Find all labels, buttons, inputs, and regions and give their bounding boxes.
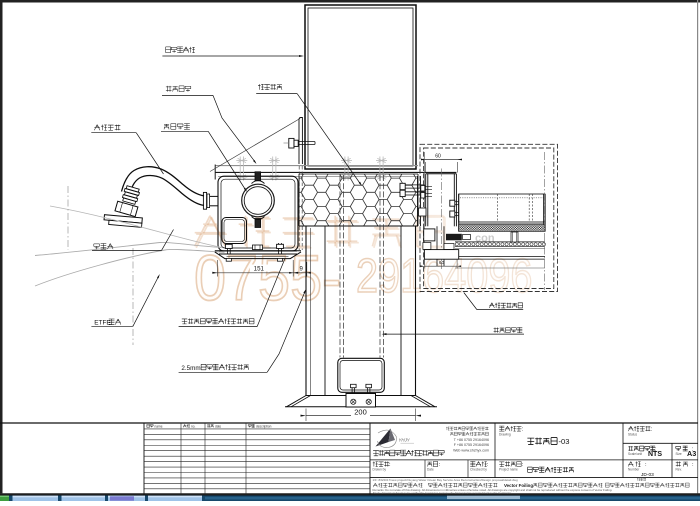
svg-text:Size: Size [676,452,682,456]
svg-text:9: 9 [300,266,304,272]
svg-text:Web www.shzhyx.com: Web www.shzhyx.com [453,449,489,453]
svg-text::: : [692,446,694,452]
svg-text::: : [389,462,391,468]
svg-text:-03: -03 [559,437,570,446]
svg-text:con: con [475,233,495,245]
svg-text:Drawn by: Drawn by [373,468,387,472]
svg-text:Scale/unit: Scale/unit [628,452,642,456]
svg-text::: : [522,427,524,433]
svg-text:Number: Number [628,468,640,472]
svg-text:Checked by: Checked by [470,468,487,472]
svg-text:60: 60 [439,260,445,265]
svg-text:2.5mm: 2.5mm [181,365,200,372]
svg-text:date: date [215,425,221,429]
svg-text:Project name: Project name [499,468,518,472]
svg-text::: : [645,462,647,468]
svg-text::: : [692,462,694,468]
svg-text:name: name [155,425,163,429]
svg-text:200: 200 [354,408,367,417]
svg-text:description: description [256,425,272,429]
svg-text:Drawing: Drawing [499,432,511,436]
svg-text:Date: Date [427,468,434,472]
svg-text::: : [439,462,441,468]
svg-text::: : [487,462,489,468]
svg-text:1/F: 8/9/2017/new project/Ouya: 1/F: 8/9/2017/new project/Ouyang Water O… [373,478,518,482]
svg-text:Vector Foiling: Vector Foiling [504,483,533,488]
svg-text:JD-03: JD-03 [641,472,654,478]
svg-text:no.: no. [191,425,196,429]
svg-text:T +86 0755 29164096: T +86 0755 29164096 [454,438,489,442]
svg-text:NTS: NTS [648,451,662,458]
svg-text:Rev.: Rev. [676,468,682,472]
svg-text:A3: A3 [687,449,696,458]
svg-text:All site dimensions/levels to: All site dimensions/levels to be verifie… [373,491,513,495]
svg-text:F +86 0755 29164096: F +86 0755 29164096 [454,443,489,447]
svg-text::: : [655,446,657,452]
svg-text::: : [522,462,524,468]
svg-text::: : [651,427,653,433]
svg-text:YHJY: YHJY [399,438,411,443]
svg-text:60: 60 [435,154,441,160]
svg-text:Remarks: Do not scale off thi: Remarks: Do not scale off this drawing. … [373,488,613,492]
svg-text:151: 151 [254,266,265,273]
svg-text:ETFE: ETFE [94,319,110,326]
svg-text:Status: Status [628,432,637,436]
